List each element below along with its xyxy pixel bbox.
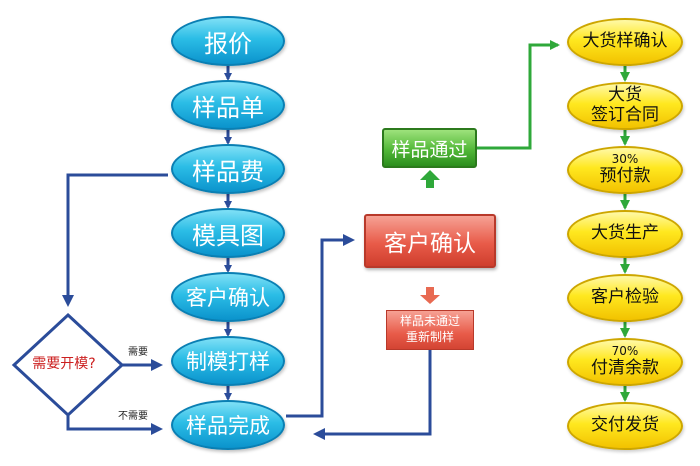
fee-to-decision-connector [62, 173, 168, 307]
decision-label: 需要开模? [32, 356, 96, 372]
passed-to-right-connector [477, 40, 560, 150]
deposit-text: 预付款 [599, 166, 651, 187]
decision-yes-label: 需要 [128, 347, 148, 358]
node-customer-confirm: 客户确认 [364, 214, 496, 268]
sample-failed-line1: 样品未通过 [399, 314, 460, 329]
node-sample-done: 样品完成 [171, 400, 285, 450]
node-sample-failed: 样品未通过 重新制样 [386, 310, 474, 350]
node-customer-confirm-left: 客户确认 [171, 272, 285, 322]
bulk-production-text: 大货生产 [591, 223, 659, 244]
decision-no-connector [66, 415, 163, 435]
done-to-confirm-connector [286, 234, 355, 418]
bulk-contract-line2: 签订合同 [591, 105, 659, 125]
node-bulk-contract: 大货 签订合同 [567, 82, 683, 130]
node-sample-order: 样品单 [171, 80, 285, 130]
node-customer-inspection: 客户检验 [567, 274, 683, 322]
green-up-arrow [420, 170, 440, 188]
balance-percent: 70% [611, 344, 639, 359]
node-delivery: 交付发货 [567, 402, 683, 450]
node-quote: 报价 [171, 16, 285, 66]
node-mold-sampling: 制模打样 [171, 336, 285, 386]
node-deposit: 30% 预付款 [567, 146, 683, 194]
decision-no-label: 不需要 [118, 411, 148, 422]
bulk-contract-line1: 大货 [608, 85, 642, 106]
retry-to-done-connector [313, 350, 432, 440]
balance-text: 付清余款 [591, 358, 659, 379]
node-mold-drawing: 模具图 [171, 208, 285, 258]
node-bulk-production: 大货生产 [567, 210, 683, 258]
node-sample-fee: 样品费 [171, 144, 285, 194]
customer-inspection-text: 客户检验 [591, 287, 659, 308]
bulk-sample-confirm-text: 大货样确认 [582, 31, 668, 52]
node-bulk-sample-confirm: 大货样确认 [567, 18, 683, 66]
delivery-text: 交付发货 [591, 415, 659, 436]
node-balance-payment: 70% 付清余款 [567, 338, 683, 386]
sample-failed-line2: 重新制样 [405, 330, 454, 344]
red-down-arrow [420, 287, 440, 304]
node-sample-passed: 样品通过 [382, 128, 477, 168]
deposit-percent: 30% [611, 152, 639, 167]
